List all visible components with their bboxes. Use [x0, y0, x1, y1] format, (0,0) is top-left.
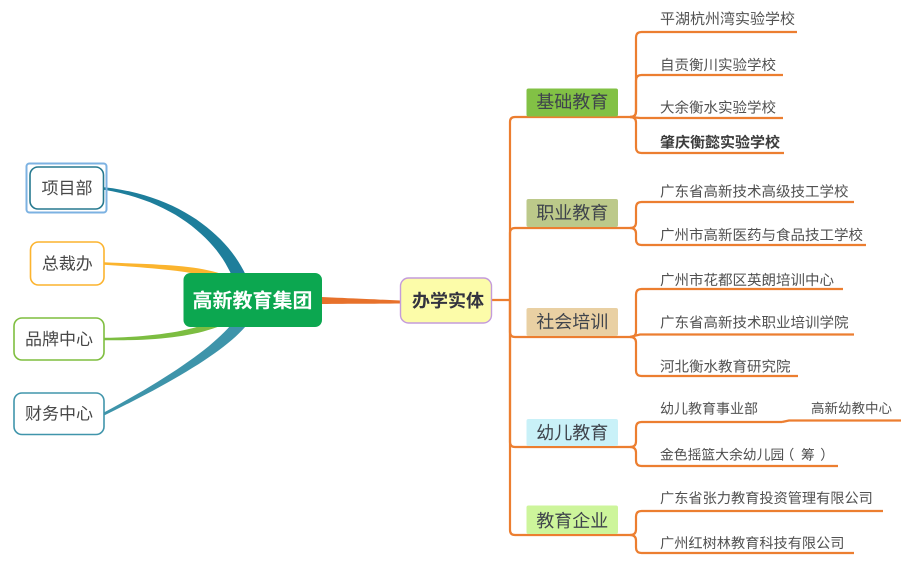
svg-text:肇庆衡懿实验学校: 肇庆衡懿实验学校	[660, 132, 780, 153]
svg-text:总裁办: 总裁办	[42, 250, 93, 275]
svg-text:办学实体: 办学实体	[412, 287, 484, 313]
svg-text:大余衡水实验学校: 大余衡水实验学校	[660, 96, 776, 117]
svg-text:项目部: 项目部	[42, 174, 93, 199]
svg-text:广东省高新技术职业培训学院: 广东省高新技术职业培训学院	[660, 312, 849, 333]
svg-text:平湖杭州湾实验学校: 平湖杭州湾实验学校	[660, 8, 795, 29]
svg-text:基础教育: 基础教育	[536, 88, 608, 114]
svg-text:高新幼教中心: 高新幼教中心	[811, 397, 892, 417]
svg-text:自贡衡川实验学校: 自贡衡川实验学校	[660, 54, 776, 75]
svg-text:高新教育集团: 高新教育集团	[193, 285, 313, 314]
svg-text:广州市高新医药与食品技工学校: 广州市高新医药与食品技工学校	[660, 224, 863, 245]
svg-text:金色摇篮大余幼儿园（筹）: 金色摇篮大余幼儿园（筹）	[660, 444, 834, 464]
svg-text:社会培训: 社会培训	[536, 308, 608, 334]
svg-text:广东省张力教育投资管理有限公司: 广东省张力教育投资管理有限公司	[660, 488, 873, 508]
svg-text:教育企业: 教育企业	[536, 507, 608, 533]
svg-text:幼儿教育: 幼儿教育	[536, 419, 608, 445]
svg-text:幼儿教育事业部: 幼儿教育事业部	[660, 399, 758, 419]
svg-text:品牌中心: 品牌中心	[25, 325, 93, 350]
svg-text:广州红树林教育科技有限公司: 广州红树林教育科技有限公司	[660, 533, 844, 553]
svg-text:广州市花都区英朗培训中心: 广州市花都区英朗培训中心	[660, 269, 834, 290]
svg-text:河北衡水教育研究院: 河北衡水教育研究院	[660, 356, 791, 377]
svg-text:财务中心: 财务中心	[25, 400, 93, 425]
svg-text:广东省高新技术高级技工学校: 广东省高新技术高级技工学校	[660, 181, 849, 202]
svg-text:职业教育: 职业教育	[536, 199, 608, 225]
